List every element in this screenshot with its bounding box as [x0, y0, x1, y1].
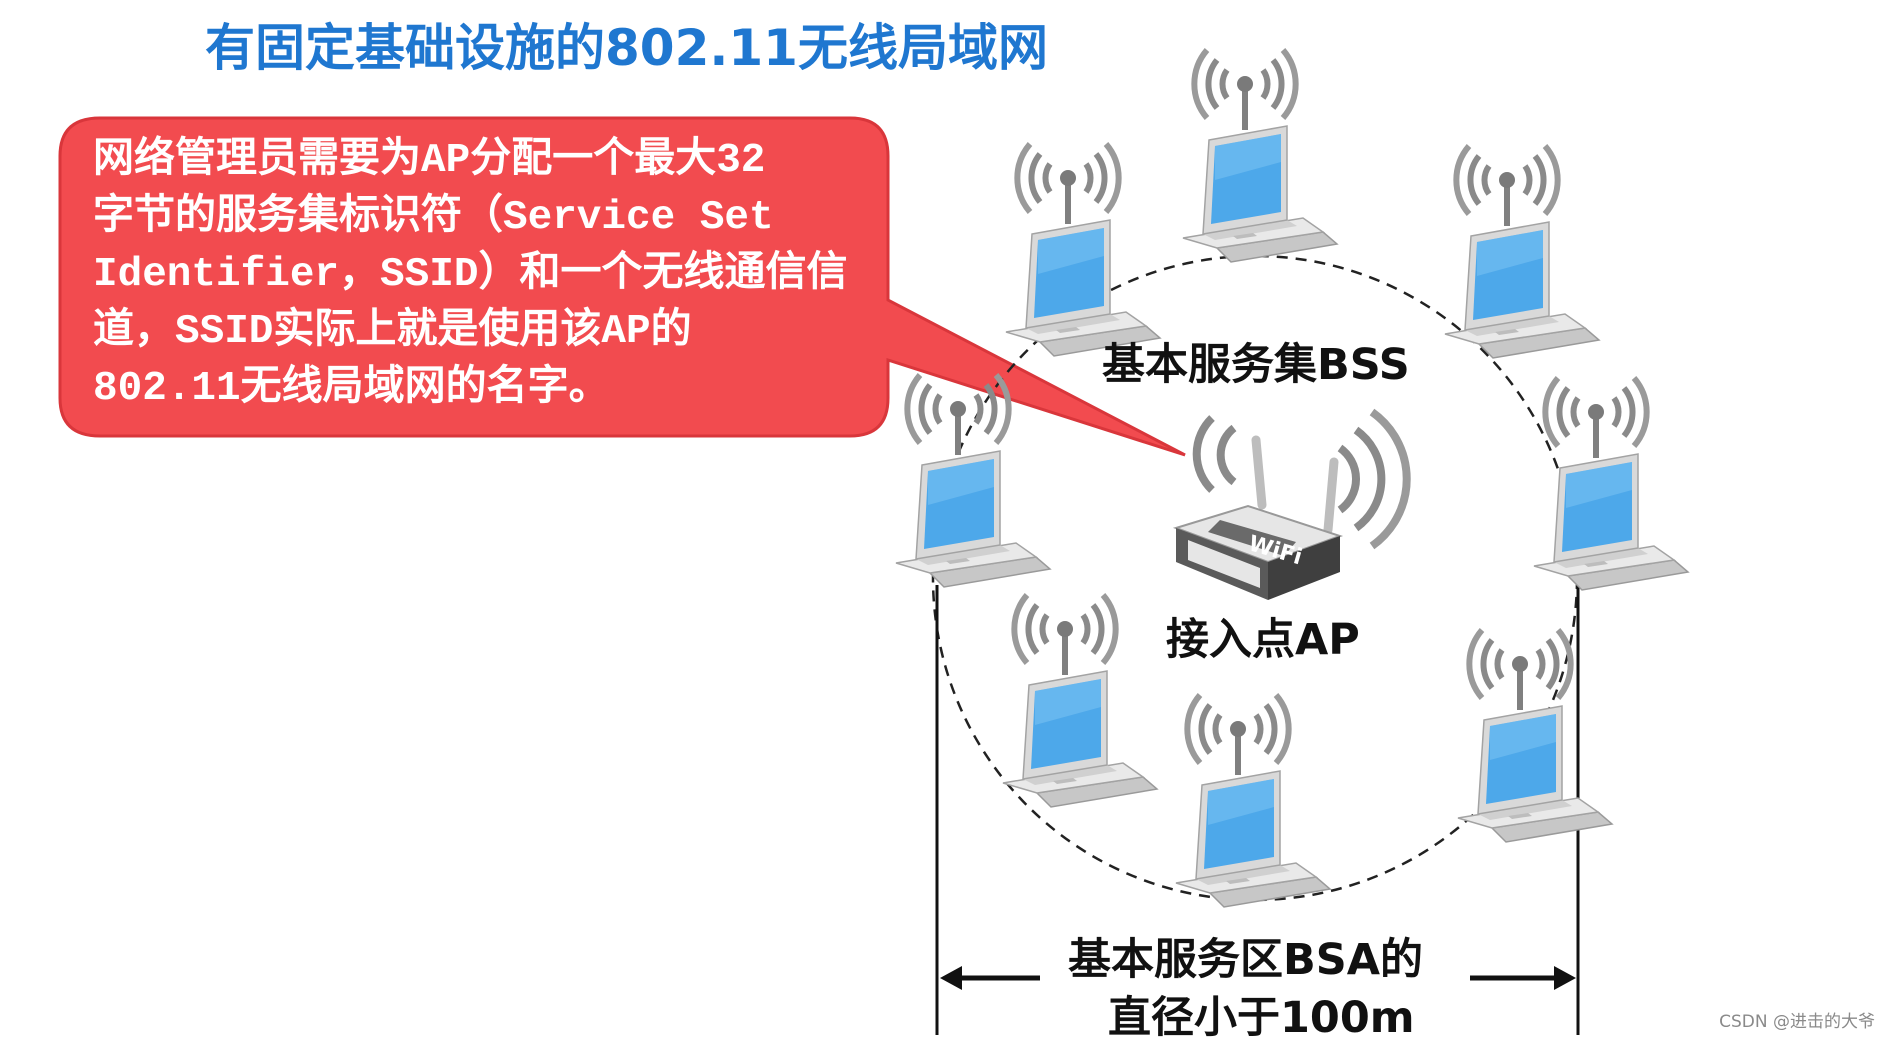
laptop-icon-top-left	[1006, 144, 1160, 356]
laptop-icon-bottom	[1176, 695, 1330, 907]
router-icon	[1172, 408, 1411, 600]
callout-bubble	[58, 116, 1186, 457]
diameter-arrowhead-right	[1554, 966, 1576, 990]
ap-label: 接入点AP	[1166, 615, 1360, 665]
bsa-label-line1: 基本服务区BSA的	[1068, 935, 1424, 985]
bsa-label-line2: 直径小于100m	[1108, 993, 1415, 1043]
bss-label: 基本服务集BSS	[1102, 340, 1410, 390]
laptop-icon-left	[896, 375, 1050, 587]
laptop-icon-bottom-right	[1458, 630, 1612, 842]
callout-text: 网络管理员需要为AP分配一个最大32 字节的服务集标识符（Service Set…	[93, 138, 848, 412]
laptop-icon-bottom-left	[1003, 595, 1157, 807]
laptop-icon-top	[1183, 50, 1337, 262]
laptop-icon-top-right	[1445, 146, 1599, 358]
watermark: CSDN @进击的大爷	[1719, 1012, 1875, 1032]
diameter-arrowhead-left	[940, 966, 962, 990]
page-title: 有固定基础设施的802.11无线局域网	[205, 19, 1048, 77]
laptop-icon-right	[1534, 378, 1688, 590]
